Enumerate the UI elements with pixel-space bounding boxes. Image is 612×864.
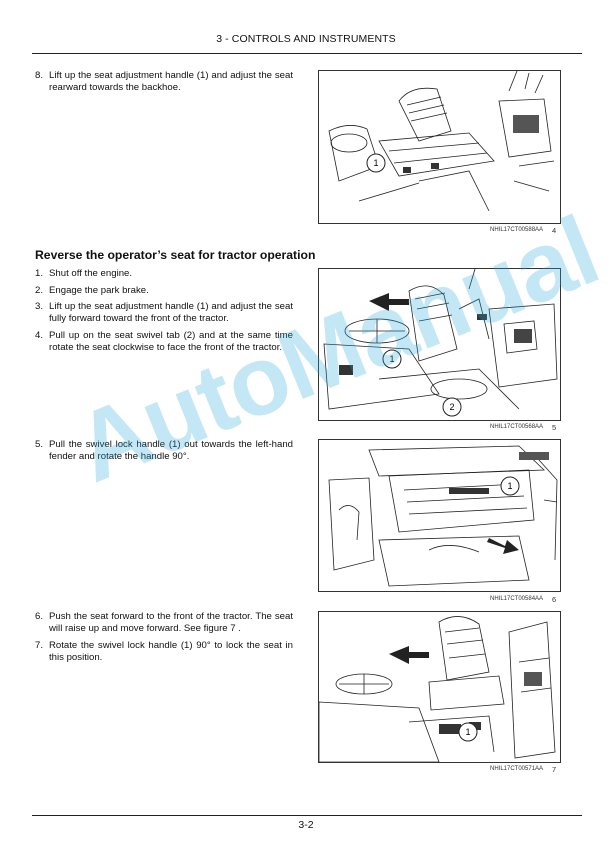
step-text: Lift up the seat adjustment handle (1) a… — [49, 70, 293, 93]
figure-caption: NHIL17CT00571AA — [490, 766, 544, 772]
figure-4-illustration: 1 — [328, 71, 555, 212]
figure-number: 4 — [552, 226, 557, 235]
step-number: 4. — [35, 330, 44, 341]
figure-number: 6 — [552, 595, 557, 604]
callout-1: 1 — [507, 481, 512, 491]
step-6: 6. Push the seat forward to the front of… — [35, 611, 293, 635]
figure-number: 5 — [552, 423, 557, 432]
step-4: 4. Pull up on the seat swivel tab (2) an… — [35, 330, 293, 354]
step-text: Pull the swivel lock handle (1) out towa… — [49, 439, 293, 462]
step-text: Engage the park brake. — [49, 285, 149, 296]
figure-5: 1 2 — [318, 268, 561, 421]
figure-5-illustration: 1 2 — [323, 269, 558, 417]
page-number: 3-2 — [298, 819, 314, 831]
step-text: Lift up the seat adjustment handle (1) a… — [49, 301, 293, 324]
step-7: 7. Rotate the swivel lock handle (1) 90°… — [35, 640, 293, 664]
step-number: 8. — [35, 70, 44, 81]
section-heading: Reverse the operator’s seat for tractor … — [35, 248, 316, 262]
figure-caption: NHIL17CT00588AA — [490, 227, 544, 233]
figure-caption: NHIL17CT00584AA — [490, 596, 544, 602]
step-2: 2. Engage the park brake. — [35, 285, 293, 297]
figure-caption: NHIL17CT00568AA — [490, 424, 544, 430]
step-number: 1. — [35, 268, 44, 279]
figure-7-illustration: 1 — [319, 616, 556, 762]
figure-6-illustration: 1 — [328, 445, 558, 587]
step-text: Rotate the swivel lock handle (1) 90° to… — [49, 640, 293, 663]
callout-1: 1 — [465, 727, 470, 737]
callout-1: 1 — [373, 158, 378, 168]
step-text: Pull up on the seat swivel tab (2) and a… — [49, 330, 293, 353]
step-3: 3. Lift up the seat adjustment handle (1… — [35, 301, 293, 325]
step-number: 5. — [35, 439, 44, 450]
figure-6: 1 — [318, 439, 561, 592]
figure-4: 1 — [318, 70, 561, 224]
step-number: 6. — [35, 611, 44, 622]
step-number: 7. — [35, 640, 44, 651]
header-rule — [32, 53, 582, 54]
step-text: Shut off the engine. — [49, 268, 133, 279]
step-number: 2. — [35, 285, 44, 296]
footer-rule — [32, 815, 582, 816]
arrow-left-icon — [369, 293, 409, 311]
callout-2: 2 — [449, 402, 454, 412]
callout-1: 1 — [389, 354, 394, 364]
arrow-left-icon — [389, 646, 429, 664]
step-1: 1. Shut off the engine. — [35, 268, 293, 280]
step-text: Push the seat forward to the front of th… — [49, 611, 293, 634]
step-8: 8. Lift up the seat adjustment handle (1… — [35, 70, 293, 94]
figure-number: 7 — [552, 765, 557, 774]
page-header-title: 3 - CONTROLS AND INSTRUMENTS — [216, 33, 396, 45]
step-5: 5. Pull the swivel lock handle (1) out t… — [35, 439, 293, 463]
arrow-right-icon — [487, 538, 519, 554]
step-number: 3. — [35, 301, 44, 312]
figure-7: 1 — [318, 611, 561, 763]
